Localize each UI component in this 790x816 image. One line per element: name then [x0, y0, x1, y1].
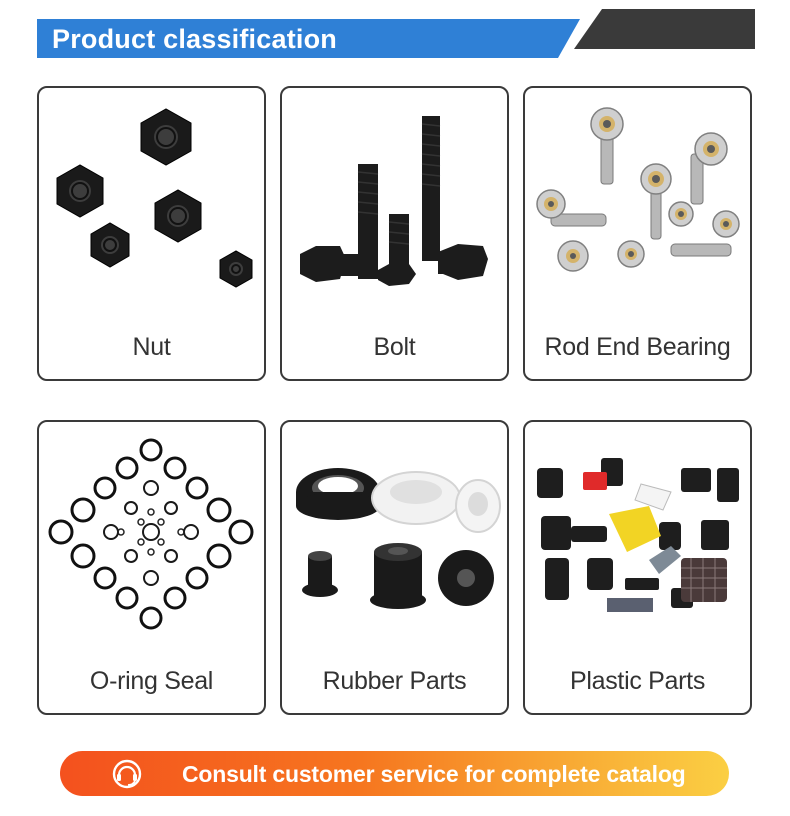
product-card-o-ring-seal[interactable]: O-ring Seal	[37, 420, 266, 715]
headset-icon	[112, 759, 142, 789]
rod-end-bearing-image	[536, 107, 740, 272]
product-card-bolt[interactable]: Bolt	[280, 86, 509, 381]
plastic-parts-image	[537, 458, 739, 612]
header-banner-shape	[37, 9, 755, 58]
product-card-rubber-parts[interactable]: Rubber Parts	[280, 420, 509, 715]
product-label-nut: Nut	[132, 333, 171, 361]
product-card-plastic-parts[interactable]: Plastic Parts	[523, 420, 752, 715]
section-header: Product classification	[0, 0, 790, 80]
consult-catalog-button[interactable]: Consult customer service for complete ca…	[60, 751, 729, 796]
product-label-bolt: Bolt	[373, 333, 416, 361]
page-title: Product classification	[52, 24, 337, 54]
product-label-plastic-parts: Plastic Parts	[569, 667, 706, 695]
hex-bolt-image	[300, 116, 488, 286]
rubber-parts-image	[296, 468, 501, 609]
product-card-nut[interactable]: Nut	[37, 86, 266, 381]
cta-label: Consult customer service for complete ca…	[182, 761, 686, 787]
product-label-o-ring-seal: O-ring Seal	[89, 667, 214, 695]
o-ring-image	[48, 438, 254, 630]
hex-nut-image	[56, 108, 253, 288]
product-label-rod-end-bearing: Rod End Bearing	[544, 333, 731, 361]
product-label-rubber-parts: Rubber Parts	[322, 667, 467, 695]
product-card-rod-end-bearing[interactable]: Rod End Bearing	[523, 86, 752, 381]
